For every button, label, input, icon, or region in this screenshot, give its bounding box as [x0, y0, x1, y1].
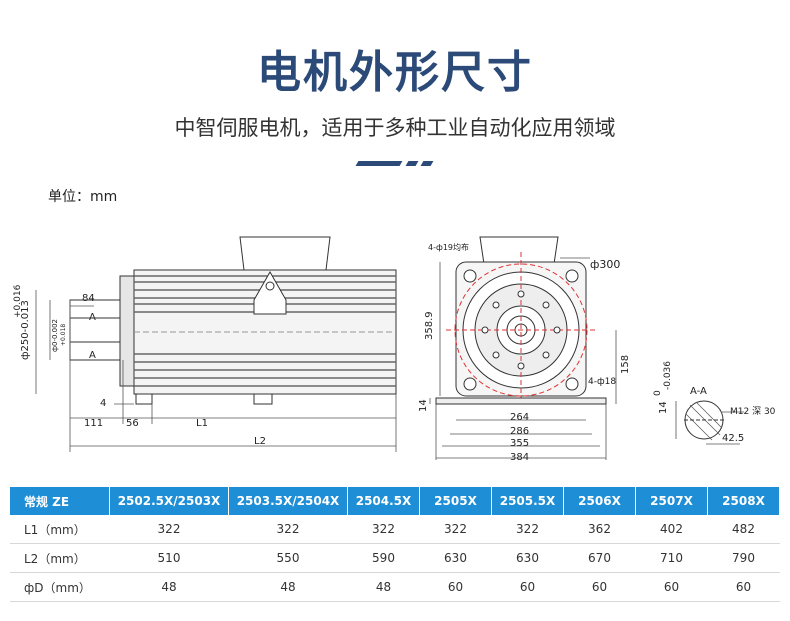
technical-drawing: ф250-0.013 +0.016 ф0-0.002 +0.018 84 A A… — [13, 236, 776, 463]
table-header-cell: 2504.5X — [347, 487, 420, 515]
table-header-cell: 2507X — [635, 487, 708, 515]
table-cell: 790 — [707, 543, 780, 573]
dim-286: 286 — [510, 426, 529, 437]
table-cell: 362 — [563, 515, 636, 544]
table-header-cell: 2502.5X/2503X — [109, 487, 229, 515]
lifting-bracket — [253, 270, 287, 315]
table-cell: 60 — [707, 572, 780, 602]
spec-table: 常规 ZE 2502.5X/2503X 2503.5X/2504X 2504.5… — [10, 487, 780, 602]
dim-thread: M12 深 30 — [730, 406, 776, 417]
table-cell: 60 — [419, 572, 492, 602]
dim-111: 111 — [84, 418, 103, 429]
table-cell: 60 — [491, 572, 564, 602]
table-row: L2（mm） 510 550 590 630 630 670 710 790 — [10, 543, 780, 573]
unit-label: 单位：mm — [48, 189, 118, 205]
dim-355: 355 — [510, 438, 529, 449]
table-cell: 322 — [109, 515, 229, 544]
table-cell: 322 — [491, 515, 564, 544]
table-header-cell: 2508X — [707, 487, 780, 515]
front-view-labels: 4-ф19均布 ф300 358.9 158 14 4-ф18 264 286 … — [418, 242, 631, 463]
dim-height: 358.9 — [424, 311, 435, 340]
table-cell: 510 — [109, 543, 229, 573]
table-cell: 630 — [419, 543, 492, 573]
side-view — [35, 236, 397, 452]
dim-pcd: ф300 — [590, 258, 620, 271]
table-cell: 60 — [563, 572, 636, 602]
table-cell: 322 — [419, 515, 492, 544]
dim-l1: L1 — [196, 418, 208, 429]
section-title: A-A — [690, 386, 707, 397]
dim-small-holes: 4-ф18 — [588, 377, 616, 387]
table-cell: 48 — [109, 572, 229, 602]
side-view-labels: ф250-0.013 +0.016 ф0-0.002 +0.018 84 A A… — [13, 284, 266, 447]
table-cell: 322 — [347, 515, 420, 544]
table-cell: 322 — [228, 515, 348, 544]
junction-box — [239, 236, 331, 271]
table-row-label: фD（mm） — [10, 572, 110, 602]
dim-56: 56 — [126, 418, 139, 429]
table-cell: 710 — [635, 543, 708, 573]
table-cell: 590 — [347, 543, 420, 573]
dim-264: 264 — [510, 412, 529, 423]
table-header-row: 常规 ZE 2502.5X/2503X 2503.5X/2504X 2504.5… — [10, 487, 780, 515]
dim-14-front: 14 — [418, 399, 429, 412]
dim-shaft-tol: +0.016 — [13, 284, 23, 318]
dim-14-section: 14 — [658, 401, 669, 414]
dim-42-5: 42.5 — [722, 433, 744, 444]
motor-shaft — [69, 299, 124, 361]
dim-bolt-holes: 4-ф19均布 — [428, 242, 469, 252]
page-subtitle: 中智伺服电机，适用于多种工业自动化应用领域 — [174, 116, 616, 140]
motor-flange — [119, 275, 135, 387]
table-row: фD（mm） 48 48 48 60 60 60 60 60 — [10, 572, 780, 602]
section-mark-bottom: A — [89, 350, 96, 361]
front-view — [429, 236, 617, 460]
dim-384: 384 — [510, 452, 529, 463]
dim-158: 158 — [620, 355, 631, 374]
page-title: 电机外形尺寸 — [257, 47, 533, 98]
section-aa — [675, 400, 744, 445]
dim-4: 4 — [100, 398, 106, 409]
table-cell: 60 — [635, 572, 708, 602]
dim-small-diameter: ф0-0.002 — [51, 319, 59, 352]
dim-tol-b: -0.036 — [663, 361, 673, 390]
table-row: L1（mm） 322 322 322 322 322 362 402 482 — [10, 515, 780, 544]
table-cell: 48 — [347, 572, 420, 602]
dim-small-tol: +0.018 — [60, 324, 67, 346]
dim-l2: L2 — [254, 436, 266, 447]
section-labels: A-A M12 深 30 14 0 -0.036 42.5 — [653, 361, 776, 444]
dim-shaft-diameter: ф250-0.013 — [20, 300, 31, 360]
table-row-label: L1（mm） — [10, 515, 110, 544]
section-mark-top: A — [89, 312, 96, 323]
table-cell: 670 — [563, 543, 636, 573]
table-header-cell: 2505.5X — [491, 487, 564, 515]
table-row-label: L2（mm） — [10, 543, 110, 573]
table-cell: 402 — [635, 515, 708, 544]
table-cell: 482 — [707, 515, 780, 544]
table-cell: 48 — [228, 572, 348, 602]
table-header-cell: 2503.5X/2504X — [228, 487, 348, 515]
table-header-cell: 常规 ZE — [10, 487, 110, 515]
table-cell: 630 — [491, 543, 564, 573]
dim-tol-a: 0 — [653, 390, 663, 396]
table-header-cell: 2505X — [419, 487, 492, 515]
dim-84: 84 — [82, 293, 95, 304]
table-header-cell: 2506X — [563, 487, 636, 515]
table-cell: 550 — [228, 543, 348, 573]
